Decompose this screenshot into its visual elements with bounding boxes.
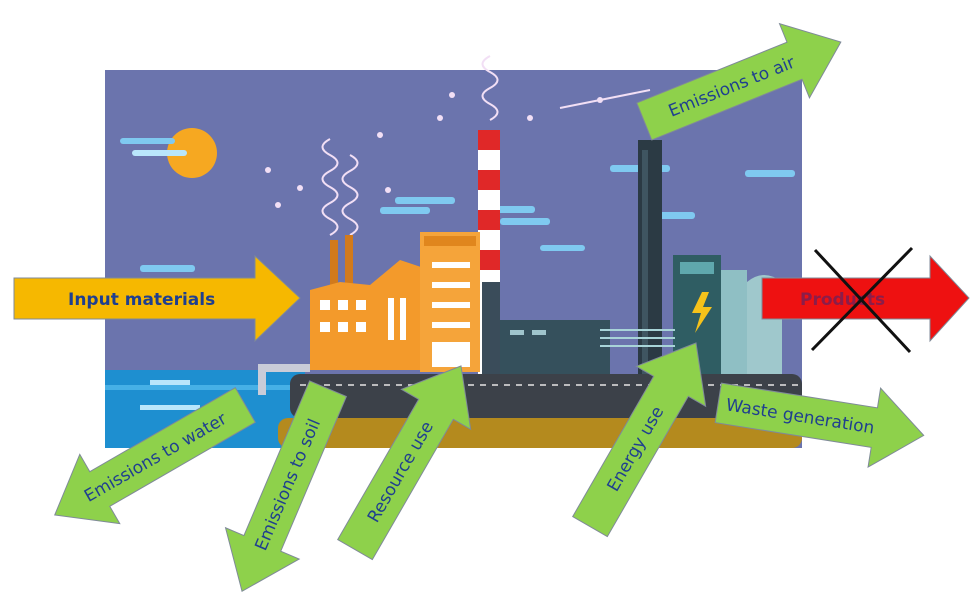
orange-factory <box>310 232 480 372</box>
lightning-icon <box>692 292 712 333</box>
antenna-tower <box>638 140 662 380</box>
input-materials-arrow: Input materials <box>13 254 301 343</box>
input-materials-label: Input materials <box>68 290 215 310</box>
chimney <box>478 130 500 380</box>
products-label: Products <box>800 290 885 310</box>
smoke <box>321 55 651 236</box>
sun-icon <box>167 128 217 178</box>
cross-out-icon <box>810 246 914 354</box>
products-arrow: Products <box>761 246 970 354</box>
